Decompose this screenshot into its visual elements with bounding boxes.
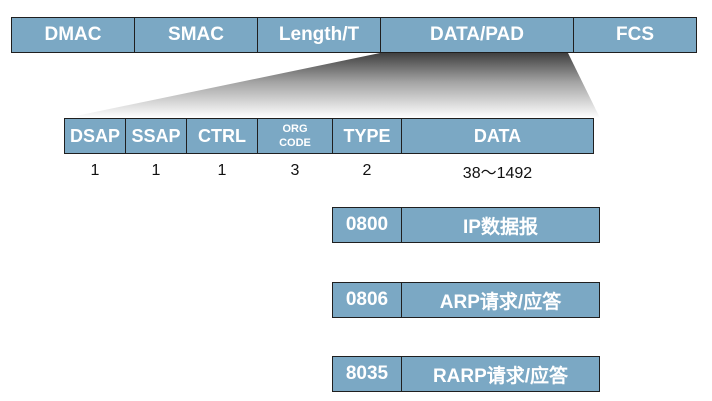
size-org-code: 3 xyxy=(290,162,300,179)
size-ssap: 1 xyxy=(151,162,161,179)
llc-field-type: TYPE xyxy=(332,118,402,154)
size-dsap: 1 xyxy=(90,162,100,179)
org-code-line2: CODE xyxy=(279,137,311,149)
size-type: 2 xyxy=(362,162,372,179)
frame-field-data-pad: DATA/PAD xyxy=(380,17,574,53)
llc-field-dsap: DSAP xyxy=(64,118,126,154)
type-code-0806: 0806 xyxy=(332,282,402,318)
llc-field-ssap: SSAP xyxy=(125,118,187,154)
llc-field-org-code: ORG CODE xyxy=(257,118,333,154)
size-ctrl: 1 xyxy=(217,162,227,179)
org-code-line1: ORG xyxy=(282,123,308,135)
type-meaning-ip: IP数据报 xyxy=(401,207,600,243)
type-code-0800: 0800 xyxy=(332,207,402,243)
llc-field-ctrl: CTRL xyxy=(186,118,258,154)
type-code-8035: 8035 xyxy=(332,356,402,392)
frame-field-length-type: Length/T xyxy=(257,17,381,53)
frame-field-smac: SMAC xyxy=(134,17,258,53)
type-meaning-arp: ARP请求/应答 xyxy=(401,282,600,318)
frame-field-fcs: FCS xyxy=(573,17,697,53)
frame-field-dmac: DMAC xyxy=(11,17,135,53)
type-meaning-rarp: RARP请求/应答 xyxy=(401,356,600,392)
size-data: 38～1492 xyxy=(462,165,533,182)
llc-field-data: DATA xyxy=(401,118,594,154)
